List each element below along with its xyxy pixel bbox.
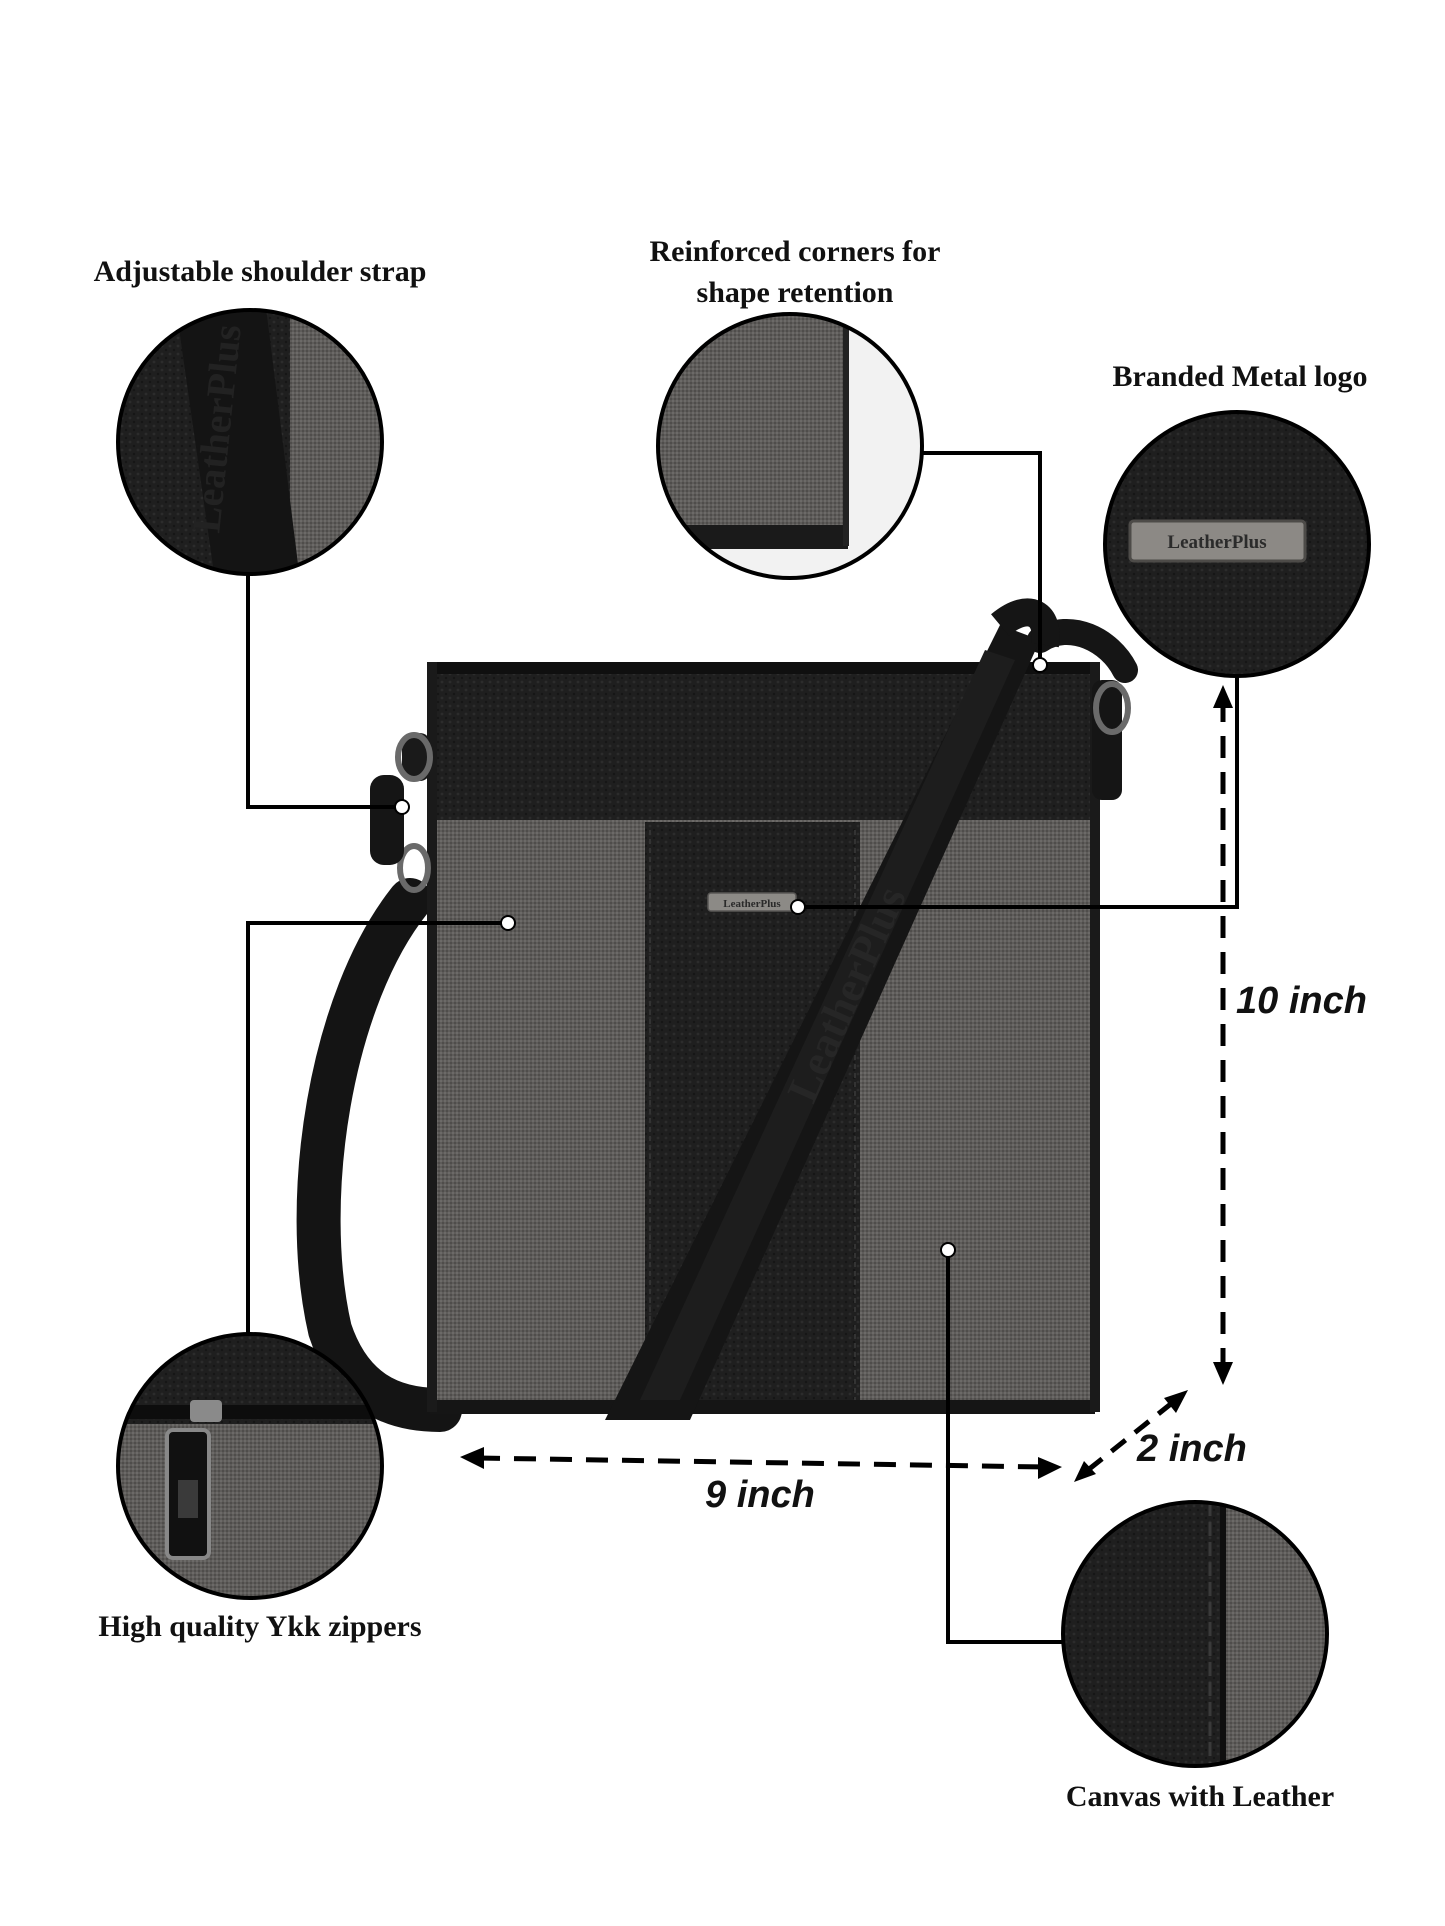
leader-corners [920, 451, 1042, 663]
strap-back [296, 878, 462, 1432]
label-corners-line2: shape retention [696, 276, 894, 309]
detail-shoulder-strap: LeatherPlus [116, 308, 384, 576]
width-arrow [477, 1455, 1046, 1470]
detail-zippers [116, 1332, 384, 1600]
height-arrowhead-top [1213, 685, 1233, 708]
leader-logo [798, 676, 1239, 909]
dot-corners [1032, 657, 1048, 673]
bag-left-edge [427, 662, 437, 1412]
strap-top-loop [991, 598, 1060, 648]
strap-front-inner [640, 650, 1015, 1400]
bag-logo-text: LeatherPlus [723, 898, 781, 910]
width-arrowhead-left [460, 1447, 484, 1469]
dimension-width: 9 inch [705, 1474, 815, 1516]
detail-canvas [1061, 1500, 1329, 1768]
leader-canvas [946, 1250, 1063, 1644]
label-metal-logo: Branded Metal logo [1112, 360, 1368, 393]
label-shoulder-strap: Adjustable shoulder strap [93, 255, 427, 288]
left-hardware [370, 732, 433, 893]
width-arrowhead-right [1038, 1457, 1062, 1479]
detail-corners [656, 312, 924, 580]
bag-bottom-binding [430, 1400, 1095, 1414]
bag-right-edge [1090, 662, 1100, 1412]
dimension-arrows [460, 685, 1233, 1482]
leader-strap [246, 574, 400, 809]
depth-arrowhead-bottom [1074, 1461, 1096, 1482]
detail-metal-logo: LeatherPlus [1103, 410, 1371, 678]
depth-arrow [1086, 1401, 1174, 1472]
dot-canvas [940, 1242, 956, 1258]
detail-logo-text: LeatherPlus [1167, 532, 1266, 553]
label-corners-line1: Reinforced corners for [649, 235, 941, 268]
dimension-depth: 2 inch [1137, 1428, 1247, 1470]
dot-canvas-left [500, 915, 516, 931]
bag: LeatherPlus LeatherPlus [296, 598, 1138, 1432]
dot-strap [394, 799, 410, 815]
depth-arrowhead-top [1164, 1390, 1188, 1413]
dot-logo [790, 899, 806, 915]
label-canvas: Canvas with Leather [1065, 1780, 1335, 1813]
dimension-height: 10 inch [1236, 980, 1367, 1022]
zipper-pull-icon [165, 1400, 222, 1560]
leader-lines [246, 451, 1239, 1644]
bag-top-trim [427, 662, 1097, 674]
height-arrowhead-bottom [1213, 1362, 1233, 1385]
label-zippers: High quality Ykk zippers [98, 1610, 422, 1643]
leader-dots [394, 657, 1048, 1258]
leader-canvas-left [246, 921, 507, 1334]
